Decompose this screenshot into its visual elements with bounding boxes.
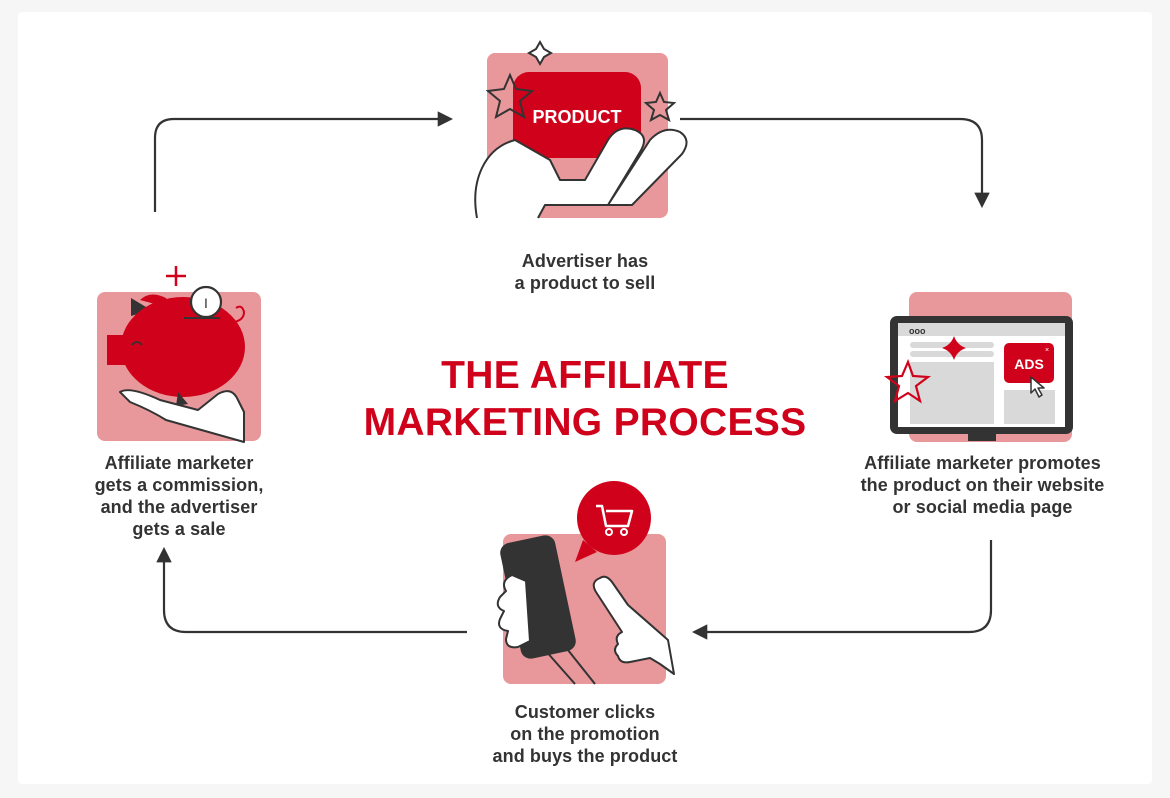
step-commission-label: Affiliate marketer gets a commission, an…: [94, 453, 264, 539]
browser-dots: ooo: [909, 326, 926, 336]
flow-arrow-promote-to-customer: [691, 540, 993, 640]
flow-arrow-advertiser-to-promote: [680, 117, 990, 209]
step-customer-label: Customer clicks on the promotion and buy…: [492, 702, 678, 766]
step-promote-label: Affiliate marketer promotes the product …: [860, 453, 1105, 517]
hand-holding-product-icon: PRODUCT: [474, 39, 688, 219]
flow-arrow-customer-to-commission: [156, 546, 467, 634]
product-badge-text: PRODUCT: [533, 107, 622, 127]
flow-arrow-commission-to-advertiser: [153, 111, 454, 212]
monitor-ads-icon: ooo ADS ×: [883, 292, 1073, 442]
svg-text:×: ×: [1045, 347, 1049, 354]
diagram-title: THE AFFILIATE MARKETING PROCESS: [363, 354, 807, 444]
step-advertiser-label: Advertiser has a product to sell: [514, 251, 656, 293]
phone-tap-cart-icon: [496, 481, 675, 685]
coin-text: I: [204, 295, 208, 311]
ads-badge-text: ADS: [1014, 356, 1044, 372]
piggy-bank-coin-icon: I: [97, 266, 261, 443]
